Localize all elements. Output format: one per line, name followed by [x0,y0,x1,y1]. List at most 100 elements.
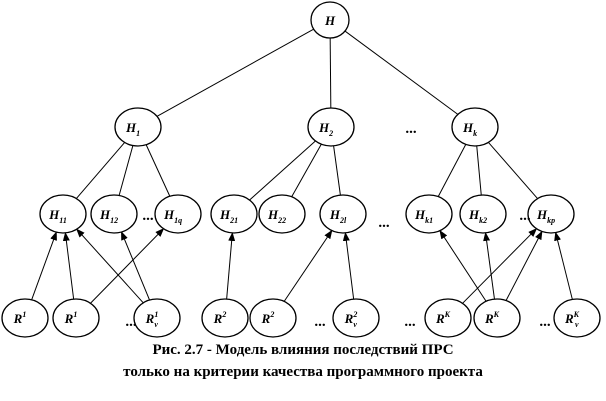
influence-arrow-R2a-H21 [226,231,236,300]
caption-line-1: Рис. 2.7 - Модель влияния последствий ПР… [152,342,454,358]
node-H2: H2 [307,107,355,147]
tree-edge-H2-H21 [249,140,316,201]
ellipsis-7: ... [539,314,551,330]
node-label: H22 [267,207,286,225]
tree-edge-H1-H12 [118,145,134,196]
node-ellipse [1,298,49,338]
tree-edge-Hk-Hk1 [437,144,467,197]
ellipsis-0: ... [405,121,417,137]
node-ellipse [114,107,162,147]
ellipsis-6: ... [404,314,416,330]
node-label: H2l [329,207,347,225]
influence-arrow-R1b-H11 [62,231,75,300]
node-ellipse [310,1,350,39]
node-ellipse [319,194,367,234]
influence-arrow-R2v-H2l [342,231,355,300]
ellipsis-3: ... [378,215,390,231]
influence-arrow-R2b-H2l [283,229,333,302]
influence-arrow-RKb-Hk1 [439,229,487,302]
caption-line-2: только на критерии качества программного… [123,364,483,380]
tree-edge-H-Hk [344,30,459,115]
ellipsis-layer: ........................ [125,121,551,330]
node-R1b: R1 [52,298,100,338]
node-ellipse [154,194,202,234]
node-ellipse [473,298,521,338]
node-label: H11 [48,207,67,225]
ellipsis-1: ... [142,208,154,224]
node-R2a: R2 [201,298,249,338]
ellipsis-5: ... [314,314,326,330]
influence-arrow-RKb-Hkp [505,230,543,301]
node-label: RK [484,310,500,326]
node-label: R2 [261,310,275,326]
node-label: RK [435,310,451,326]
node-ellipse [405,194,453,234]
node-Hk1: Hk1 [405,194,453,234]
influence-arrow-RKb-Hk2 [483,231,495,300]
node-RKb: RK [473,298,521,338]
tree-edge-H1-H11 [75,142,126,199]
node-label: H1 [125,120,140,138]
node-label: H12 [99,207,118,225]
node-label: R1 [13,310,27,326]
node-ellipse [459,194,507,234]
node-Hk: Hk [451,107,499,147]
influence-arrow-R1v-H12 [120,231,151,301]
node-label: Hk2 [468,207,487,225]
node-H11: H11 [39,194,87,234]
node-label: H21 [219,207,238,225]
node-ellipse [39,194,87,234]
node-ellipse [249,298,297,338]
node-RKa: RK [424,298,472,338]
ellipsis-2: ... [519,208,531,224]
ellipsis-4: ... [125,314,137,330]
node-ellipse [52,298,100,338]
tree-edge-H-H1 [156,28,314,117]
node-ellipse [332,298,380,338]
node-H1: H1 [114,107,162,147]
node-Hk2: Hk2 [459,194,507,234]
tree-edge-H2-H2l [333,145,341,196]
node-H1q: H1q [154,194,202,234]
influence-arrow-RKv-Hkp [554,231,573,300]
node-label: H1q [163,207,182,225]
node-ellipse [307,107,355,147]
node-label: Hk [462,120,477,138]
node-ellipse [451,107,499,147]
node-label: Hkp [536,207,555,225]
node-H2l: H2l [319,194,367,234]
node-R2b: R2 [249,298,297,338]
node-H12: H12 [90,194,138,234]
tree-edge-Hk-Hkp [488,142,538,199]
node-label: Hk1 [414,207,433,225]
node-Hkp: Hkp [527,194,575,234]
node-H22: H22 [258,194,306,234]
node-H21: H21 [210,194,258,234]
node-ellipse [258,194,306,234]
node-ellipse [90,194,138,234]
node-ellipse [527,194,575,234]
tree-edge-H-H2 [329,37,332,109]
node-ellipse [201,298,249,338]
node-label: H [324,13,336,28]
influence-arrow-R1v-H11 [76,228,144,304]
tree-edge-Hk-Hk2 [476,145,482,196]
node-label: R2 [213,310,227,326]
node-ellipse [424,298,472,338]
influence-arrow-R1b-H1q [90,228,165,304]
node-ellipse [210,194,258,234]
edges-layer [31,28,573,304]
node-label: H2 [318,120,333,138]
node-H: H [310,1,350,39]
node-ellipse [133,298,181,338]
node-R1a: R1 [1,298,49,338]
tree-edge-H1-H1q [145,144,171,197]
